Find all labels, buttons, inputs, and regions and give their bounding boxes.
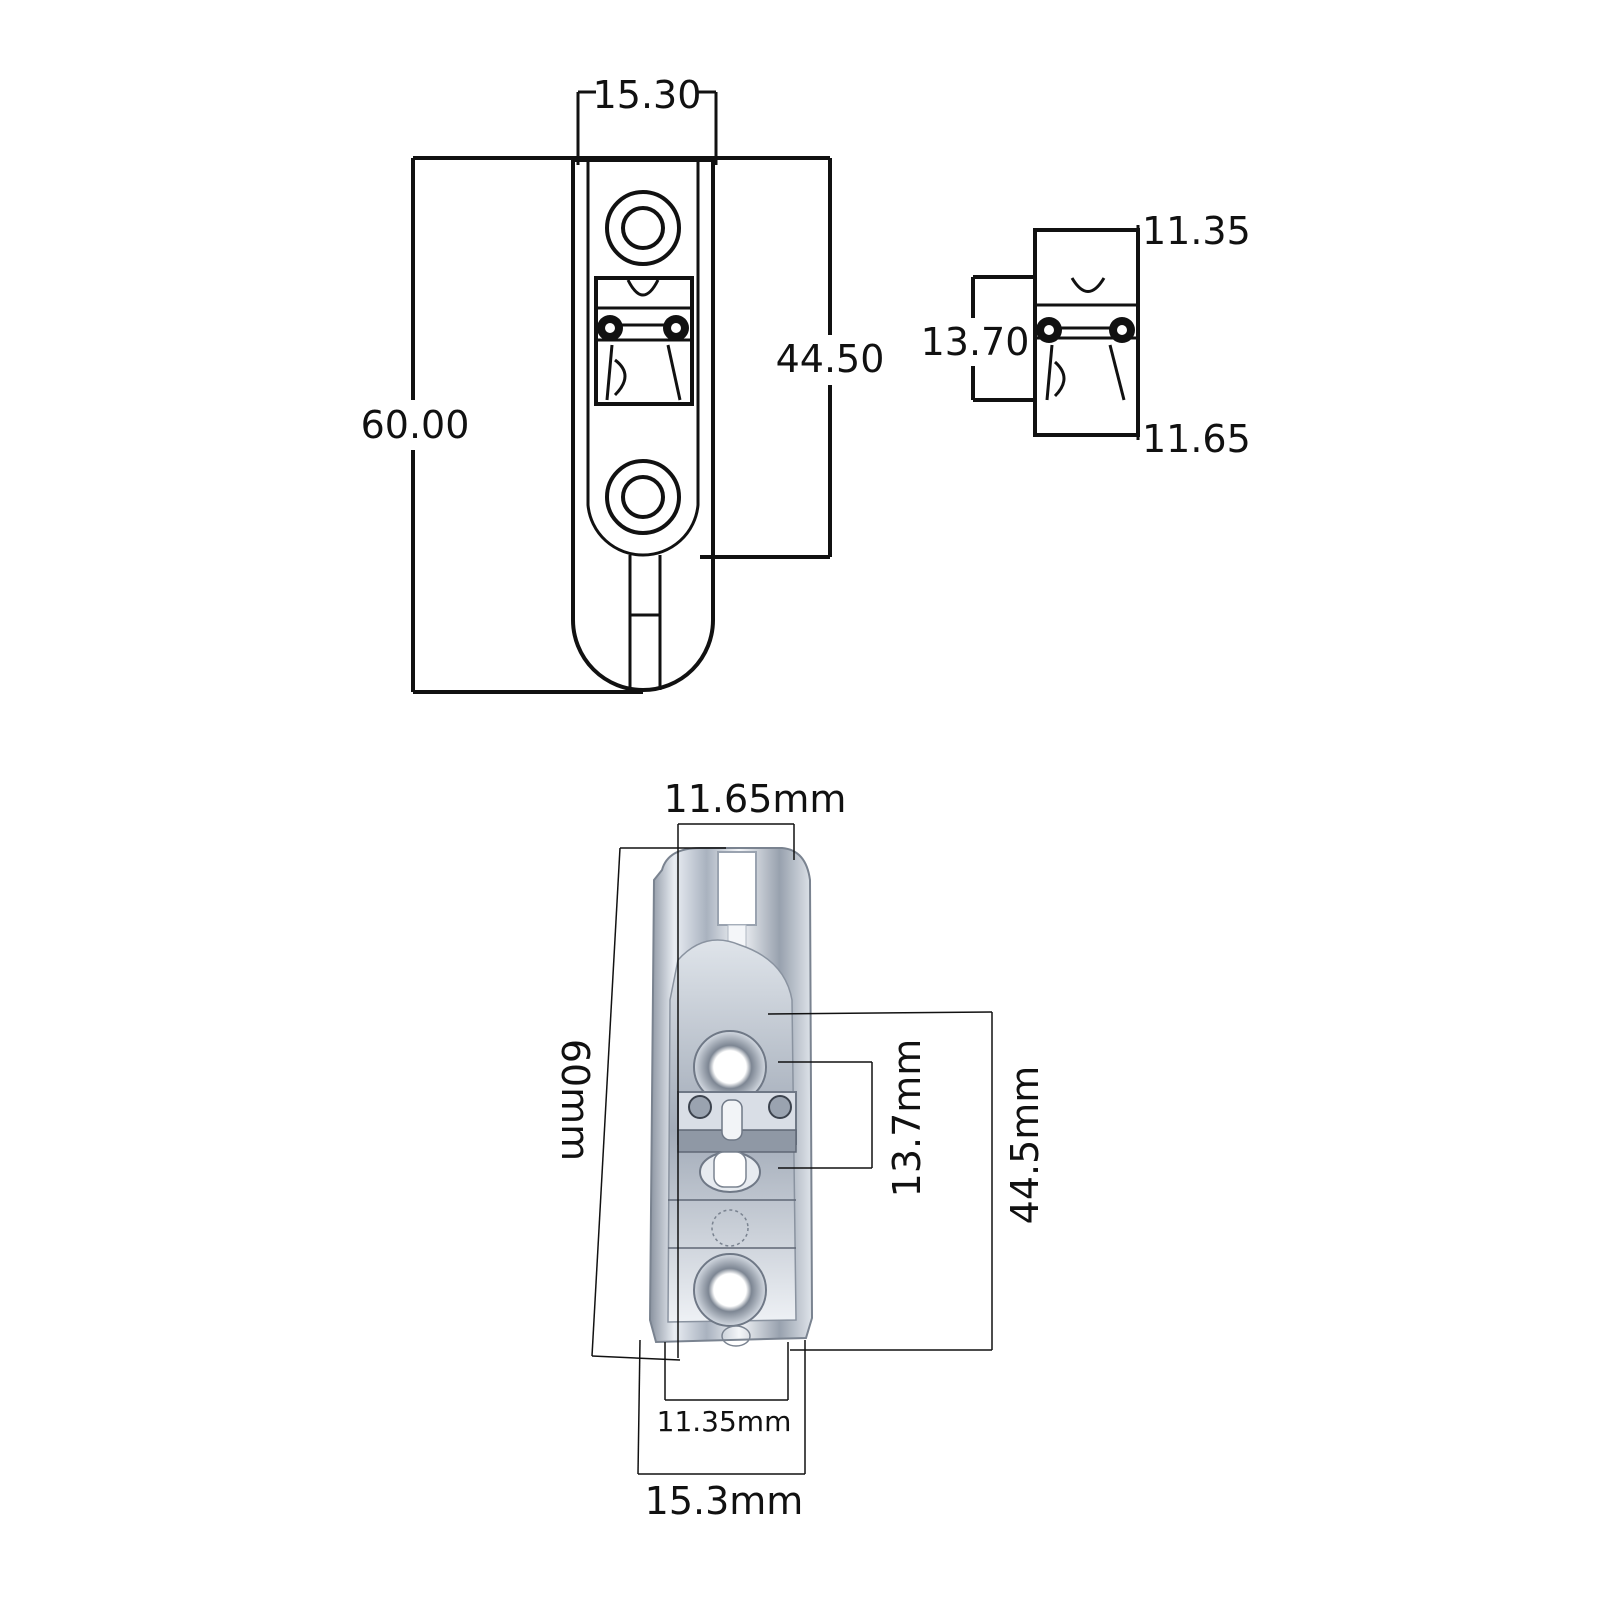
front-view-outline	[571, 158, 715, 693]
side-top-label: 11.35	[1142, 209, 1251, 253]
front-view-inner-outline	[586, 160, 700, 557]
bottom-hole-outer	[605, 459, 681, 535]
photo-screw-right-icon	[768, 1095, 792, 1119]
photo-height-label: 13.7mm	[885, 1039, 929, 1198]
side-bottom-label: 11.65	[1142, 417, 1251, 461]
photo-width-label: 15.3mm	[645, 1479, 804, 1523]
side-height-label: 13.70	[921, 320, 1030, 364]
front-length-label: 60.00	[361, 403, 470, 447]
side-view-drawing: 11.35 13.70 11.65	[918, 209, 1251, 461]
photo-top-width-label: 11.65mm	[664, 777, 847, 821]
photo-screw-left-icon	[688, 1095, 712, 1119]
front-length-dimension: 60.00	[355, 156, 830, 694]
front-hole-spacing-dimension: 44.50	[700, 158, 888, 559]
product-photo: 11.65mm 60mm 13.7mm 44.5mm 11.35mm 15.3m…	[553, 777, 1047, 1523]
front-view-drawing: 15.30 60.00 44.50	[355, 73, 888, 694]
front-hole-spacing-label: 44.50	[776, 337, 885, 381]
photo-hole-spacing-label: 44.5mm	[1003, 1066, 1047, 1225]
side-view-outline	[1033, 228, 1140, 437]
top-hole-inner	[621, 206, 665, 250]
top-hole-outer	[605, 190, 681, 266]
photo-inner-width-label: 11.35mm	[657, 1405, 792, 1438]
photo-dimension-lines	[591, 823, 993, 1475]
front-width-dimension: 15.30	[576, 73, 718, 165]
photo-length-label: 60mm	[553, 1039, 597, 1161]
latch-mechanism	[594, 276, 694, 406]
front-width-label: 15.30	[593, 73, 702, 117]
bottom-hole-inner	[621, 475, 665, 519]
